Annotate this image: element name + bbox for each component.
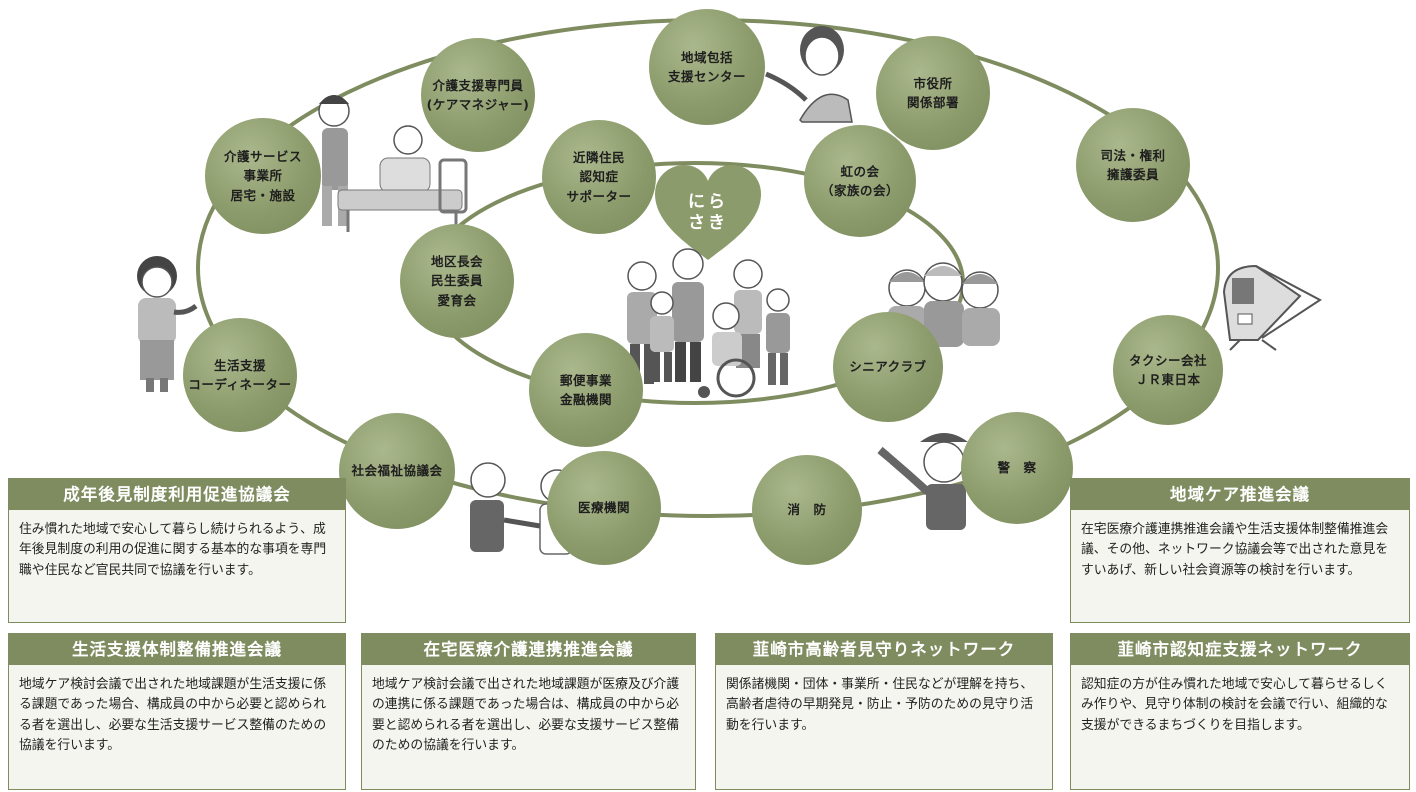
node-care-manager: 介護支援専門員 (ケアマネジャー) bbox=[421, 38, 535, 152]
node-chikuchokai: 地区長会 民生委員 愛育会 bbox=[400, 224, 514, 338]
node-taxi-jr: タクシー会社 ＪＲ東日本 bbox=[1113, 315, 1223, 425]
node-shakai-fukushi: 社会福祉協議会 bbox=[339, 413, 455, 529]
panel-title: 成年後見制度利用促進協議会 bbox=[9, 479, 345, 510]
care-bed-illustration bbox=[318, 95, 468, 232]
train-illustration bbox=[1222, 264, 1322, 351]
node-chiiki-houkatsu: 地域包括 支援センター bbox=[649, 9, 765, 125]
woman-illustration bbox=[137, 256, 198, 392]
panel-title: 在宅医療介護連携推進会議 bbox=[362, 634, 695, 665]
node-kaigo-service: 介護サービス 事業所 居宅・施設 bbox=[205, 118, 321, 234]
panel-seinen-kouken: 成年後見制度利用促進協議会 住み慣れた地域で安心して暮らし続けられるよう、成年後… bbox=[8, 478, 346, 623]
node-shiyakusho: 市役所 関係部署 bbox=[876, 36, 990, 150]
panel-text: 関係諸機関・団体・事業所・住民などが理解を持ち、高齢者虐待の早期発見・防止・予防… bbox=[726, 677, 1034, 733]
panel-title: 韮崎市認知症支援ネットワーク bbox=[1071, 634, 1409, 665]
node-iryo-kikan: 医療機関 bbox=[547, 451, 661, 565]
panel-title: 地域ケア推進会議 bbox=[1071, 479, 1409, 510]
police-officer-illustration bbox=[877, 433, 968, 530]
panel-text: 住み慣れた地域で安心して暮らし続けられるよう、成年後見制度の利用の促進に関する基… bbox=[19, 522, 327, 578]
node-keisatsu: 警 察 bbox=[961, 412, 1073, 524]
panel-text: 認知症の方が住み慣れた地域で安心して暮らせるしくみ作りや、見守り体制の検討を会議… bbox=[1081, 677, 1388, 733]
panel-zaitaku-iryo: 在宅医療介護連携推進会議 地域ケア検討会議で出された地域課題が医療及び介護の連携… bbox=[361, 633, 696, 790]
heart-label: にら さき bbox=[688, 192, 728, 234]
node-kinrin-jumin: 近隣住民 認知症 サポーター bbox=[542, 120, 656, 234]
panel-ninchisho-network: 韮崎市認知症支援ネットワーク 認知症の方が住み慣れた地域で安心して暮らせるしくみ… bbox=[1070, 633, 1410, 790]
node-yubin-kinyu: 郵便事業 金融機関 bbox=[529, 333, 643, 447]
node-niji-no-kai: 虹の会 （家族の会） bbox=[804, 125, 916, 237]
heart-icon bbox=[655, 165, 761, 260]
panel-mimamori-network: 韮崎市高齢者見守りネットワーク 関係諸機関・団体・事業所・住民などが理解を持ち、… bbox=[715, 633, 1053, 790]
panel-text: 地域ケア検討会議で出された地域課題が生活支援に係る課題であった場合、構成員の中か… bbox=[19, 677, 327, 754]
panel-seikatsu-shien: 生活支援体制整備推進会議 地域ケア検討会議で出された地域課題が生活支援に係る課題… bbox=[8, 633, 346, 790]
panel-chiiki-care: 地域ケア推進会議 在宅医療介護連携推進会議や生活支援体制整備推進会議、その他、ネ… bbox=[1070, 478, 1410, 623]
family-illustration bbox=[627, 248, 790, 398]
node-shobo: 消 防 bbox=[752, 455, 862, 565]
node-senior-club: シニアクラブ bbox=[833, 312, 943, 422]
panel-title: 韮崎市高齢者見守りネットワーク bbox=[716, 634, 1052, 665]
panel-text: 地域ケア検討会議で出された地域課題が医療及び介護の連携に係る課題であった場合は、… bbox=[372, 677, 680, 754]
node-shihou-kenri: 司法・権利 擁護委員 bbox=[1076, 108, 1190, 222]
staff-woman-illustration bbox=[765, 26, 853, 123]
panel-title: 生活支援体制整備推進会議 bbox=[9, 634, 345, 665]
node-seikatsu-coordinator: 生活支援 コーディネーター bbox=[183, 318, 297, 432]
panel-text: 在宅医療介護連携推進会議や生活支援体制整備推進会議、その他、ネットワーク協議会等… bbox=[1081, 522, 1389, 578]
